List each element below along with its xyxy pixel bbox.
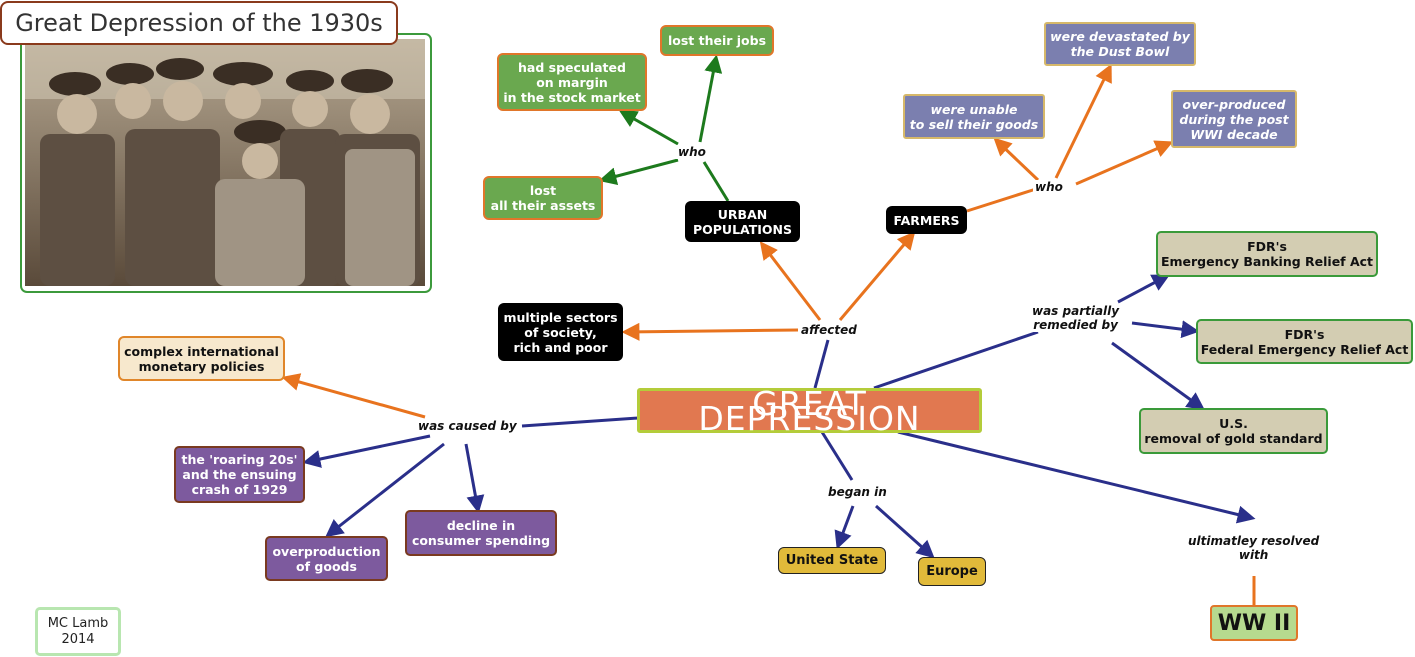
link-label-caused: was caused by: [416, 419, 519, 433]
link-label-resolved: ultimatley resolved with: [1186, 534, 1322, 562]
node-lost-jobs: lost their jobs: [660, 25, 774, 56]
node-dust-bowl: were devastated by the Dust Bowl: [1044, 22, 1196, 66]
link-label-who-urban: who: [676, 145, 708, 159]
node-fdr-federal: FDR's Federal Emergency Relief Act: [1196, 319, 1413, 364]
node-europe: Europe: [918, 557, 986, 586]
photo-illustration: [25, 39, 425, 286]
node-urban-populations: URBAN POPULATIONS: [685, 201, 800, 242]
photo-children-icon: [25, 39, 425, 286]
node-ww2: WW II: [1210, 605, 1298, 641]
node-speculated: had speculated on margin in the stock ma…: [497, 53, 647, 111]
page-title: Great Depression of the 1930s: [0, 1, 398, 45]
author-credit: MC Lamb 2014: [35, 607, 121, 656]
link-label-who-farmers: who: [1033, 180, 1065, 194]
node-overproduction: overproduction of goods: [265, 536, 388, 581]
node-multiple-sectors: multiple sectors of society, rich and po…: [498, 303, 623, 361]
node-fdr-banking: FDR's Emergency Banking Relief Act: [1156, 231, 1378, 277]
link-label-remedied: was partially remedied by: [1030, 304, 1122, 332]
node-gold-standard: U.S. removal of gold standard: [1139, 408, 1328, 454]
node-complex-international: complex international monetary policies: [118, 336, 285, 381]
node-farmers: FARMERS: [886, 206, 967, 234]
node-lost-assets: lost all their assets: [483, 176, 603, 220]
link-label-began: began in: [826, 485, 889, 499]
node-overproduced: over-produced during the post WWI decade: [1171, 90, 1297, 148]
node-united-state: United State: [778, 547, 886, 574]
node-decline-spending: decline in consumer spending: [405, 510, 557, 556]
node-unable-sell: were unable to sell their goods: [903, 94, 1045, 139]
node-roaring-20s: the 'roaring 20s' and the ensuing crash …: [174, 446, 305, 503]
node-great-depression: GREAT DEPRESSION: [637, 387, 982, 435]
link-label-affected: affected: [799, 323, 859, 337]
